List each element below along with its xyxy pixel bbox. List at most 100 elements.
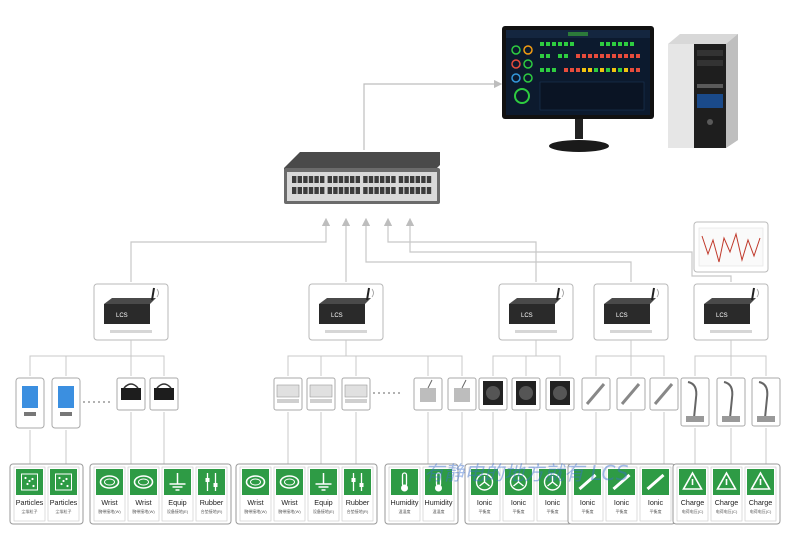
tile-label: Particles — [50, 498, 78, 507]
sensor-devices — [15, 377, 781, 429]
ionizer-fan-device-icon — [545, 377, 575, 411]
wireless-gateway-icon: LCS — [308, 283, 384, 341]
tile-sublabel: 平衡度 — [479, 508, 491, 514]
gateway-brand-label: LCS — [331, 313, 343, 319]
wrist-strap-icon — [133, 475, 154, 489]
tile-label: Equip — [168, 498, 186, 507]
sensor-bus-lines — [29, 340, 767, 466]
tile-label: Ionic — [580, 498, 596, 507]
tile-label: Rubber — [346, 498, 370, 507]
tile-sublabel: 平衡度 — [582, 508, 594, 514]
particles-icon — [21, 473, 38, 491]
thermometer-icon — [401, 472, 408, 492]
tile-sublabel: 腕带接地(W) — [132, 508, 155, 514]
wireless-gateway-icon: LCS — [498, 283, 574, 341]
tile-sublabel: 腕带接地(W) — [98, 508, 121, 514]
tile-label: Ionic — [648, 498, 664, 507]
wrist-strap-icon — [245, 475, 266, 489]
tile-sublabel: 电荷电压(C) — [682, 508, 704, 514]
gateway-brand-label: LCS — [116, 313, 128, 319]
gateway-brand-label: LCS — [521, 313, 533, 319]
charge-monitor-device-icon — [716, 377, 746, 427]
tile-sublabel: 电荷电压(C) — [716, 508, 738, 514]
tile-sublabel: 腕带接地(W) — [244, 508, 267, 514]
wireless-gateway-icon: LCS — [93, 283, 169, 341]
tile-label: Charge — [681, 498, 705, 507]
equipment-ground-icon — [315, 473, 332, 491]
tile-label: Charge — [749, 498, 773, 507]
rubber-mat-icon — [351, 473, 364, 491]
ionizer-bar-icon — [646, 473, 665, 491]
monitor-dashboard-icon — [502, 26, 654, 152]
tile-sublabel: 台垫接地(R) — [201, 508, 223, 514]
trend-chart-icon — [693, 221, 769, 273]
humidity-sensor-icon — [447, 377, 477, 411]
rubber-mat-icon — [205, 473, 218, 491]
tile-sublabel: 设备接地(E) — [313, 508, 335, 514]
wireless-gateway-icon: LCS — [593, 283, 669, 341]
tile-sublabel: 尘埃粒子 — [22, 508, 38, 514]
tile-sublabel: 腕带接地(W) — [278, 508, 301, 514]
tile-label: Wrist — [135, 498, 151, 507]
tile-label: Particles — [16, 498, 44, 507]
tile-label: Humidity — [391, 498, 419, 507]
ionizer-fan-icon — [543, 473, 562, 491]
ionizer-fan-device-icon — [511, 377, 541, 411]
gateway-brand-label: LCS — [616, 313, 628, 319]
tile-label: Ionic — [477, 498, 493, 507]
wrist-strap-icon — [279, 475, 300, 489]
tile-sublabel: 平衡度 — [616, 508, 628, 514]
ionizer-bar-icon — [578, 473, 597, 491]
tile-label: Wrist — [281, 498, 297, 507]
tile-sublabel: 尘埃粒子 — [56, 508, 72, 514]
tile-sublabel: 平衡度 — [650, 508, 662, 514]
ionizer-bar-device-icon — [581, 377, 611, 411]
thermometer-icon — [435, 472, 442, 492]
tile-sublabel: 平衡度 — [513, 508, 525, 514]
warning-triangle-icon — [682, 471, 703, 490]
humidity-sensor-icon — [413, 377, 443, 411]
tile-sublabel: 温湿度 — [433, 508, 445, 514]
tile-label: Ionic — [511, 498, 527, 507]
warning-triangle-icon — [750, 471, 771, 490]
ionizer-fan-icon — [475, 473, 494, 491]
tile-sublabel: 温湿度 — [399, 508, 411, 514]
tile-label: Humidity — [425, 498, 453, 507]
ionizer-bar-device-icon — [616, 377, 646, 411]
gateway-brand-label: LCS — [716, 313, 728, 319]
equipment-ground-icon — [169, 473, 186, 491]
tile-label: Ionic — [614, 498, 630, 507]
tile-sublabel: 电荷电压(C) — [750, 508, 772, 514]
tile-sublabel: 平衡度 — [547, 508, 559, 514]
tile-label: Equip — [314, 498, 332, 507]
wireless-gateway-icon: LCS — [693, 283, 769, 341]
uplink-connector — [363, 79, 503, 150]
ionizer-fan-icon — [509, 473, 528, 491]
ionizer-bar-icon — [612, 473, 631, 491]
workstation-monitor-icon — [273, 377, 303, 411]
wrist-strap-monitor-icon — [149, 377, 179, 411]
particle-counter-icon — [51, 377, 81, 429]
desktop-tower-icon — [668, 34, 738, 148]
